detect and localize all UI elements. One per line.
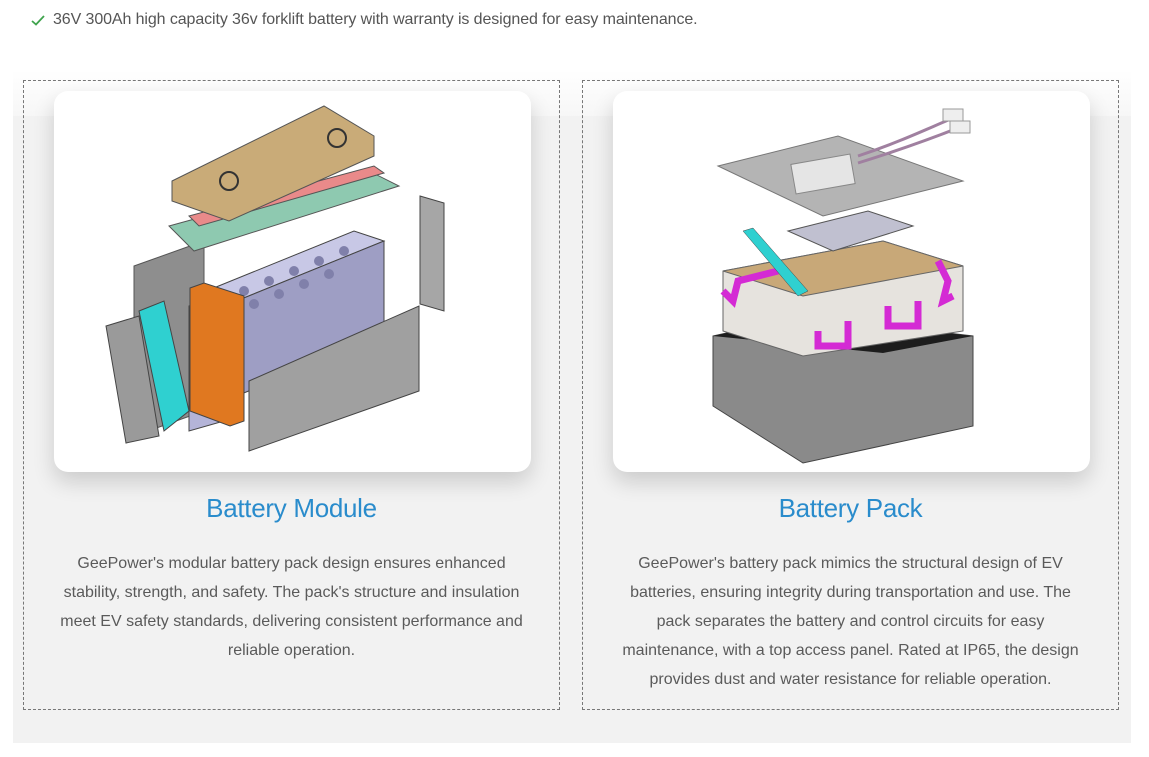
check-icon — [31, 15, 45, 26]
battery-pack-card: Battery Pack GeePower's battery pack mim… — [582, 80, 1119, 710]
battery-pack-exploded-diagram — [712, 108, 974, 464]
feature-text: 36V 300Ah high capacity 36v forklift bat… — [53, 11, 698, 28]
card-description: GeePower's battery pack mimics the struc… — [622, 555, 1079, 688]
card-description: GeePower's modular battery pack design e… — [60, 555, 523, 659]
feature-line: 36V 300Ah high capacity 36v forklift bat… — [31, 11, 698, 29]
card-title: Battery Module — [206, 493, 377, 523]
battery-module-exploded-diagram — [105, 105, 445, 452]
battery-module-card: Battery Module GeePower's modular batter… — [23, 80, 560, 710]
card-title: Battery Pack — [778, 493, 923, 523]
battery-module-image — [54, 91, 531, 472]
battery-pack-image — [613, 91, 1090, 472]
